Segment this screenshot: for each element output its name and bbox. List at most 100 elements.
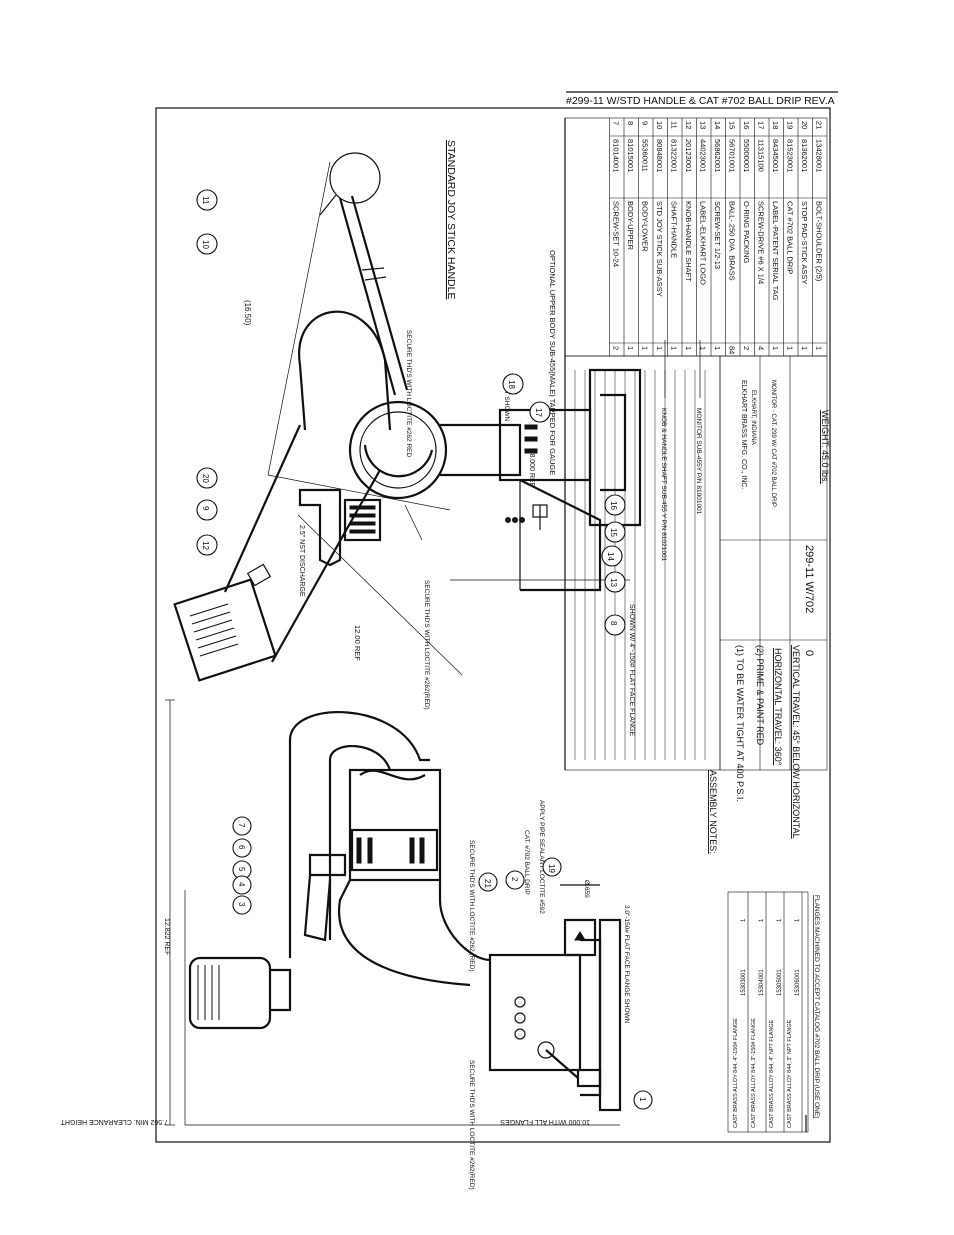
- callout-balloon: [196, 189, 218, 211]
- dim-16-50: (16.50): [243, 300, 252, 326]
- assembly-notes: ASSEMBLY NOTES: (1) TO BE WATER TIGHT AT…: [708, 645, 801, 854]
- secure-note-1: SECURE THD'S WITH LOCTITE #262 RED: [405, 330, 412, 457]
- parts-qty: 1: [670, 346, 679, 350]
- callout-number: 1: [638, 1097, 647, 1102]
- callout-balloon: [604, 571, 626, 593]
- callout-number: 4: [237, 882, 246, 887]
- sheet-title: #299-11 W/STD HANDLE & CAT #702 BALL DRI…: [566, 95, 835, 107]
- parts-part: 81014001: [612, 139, 621, 172]
- flanges-machined-label: FLANGES MACHINED TO ACCEPT CATALOG #702 …: [813, 895, 820, 1118]
- callout-balloon: [478, 872, 498, 892]
- dim-10-000: 10.000 WITH ALL FLANGES: [500, 1118, 590, 1125]
- parts-desc: LABEL-PATENT SERIAL TAG: [771, 201, 780, 301]
- parts-qty: 1: [641, 346, 650, 350]
- callout-balloon: [196, 534, 218, 556]
- company-name: ELKHART BRASS MFG. CO., INC.: [740, 380, 747, 489]
- note-1: (1) TO BE WATER TIGHT AT 400 P.S.I.: [735, 645, 745, 802]
- parts-item: 16: [742, 121, 751, 129]
- parts-qty: 1: [655, 346, 664, 350]
- parts-qty: 84: [728, 346, 737, 354]
- flange-qty: 1: [759, 918, 765, 922]
- drawing-rev: 0: [803, 650, 815, 656]
- parts-desc: BODY-LOWER: [641, 201, 650, 252]
- dim-12-ref: 12.00 REF: [353, 625, 362, 661]
- parts-item: 20: [800, 121, 809, 129]
- dim-12-822: 12.822 REF: [163, 918, 170, 955]
- flange-desc: CAST BRASS ALLOY 844, 3"-150# FLANGE: [751, 1018, 757, 1128]
- callout-number: 14: [606, 552, 615, 561]
- parts-item: 10: [655, 121, 664, 129]
- callout-balloon: [601, 545, 623, 567]
- flange-table: CAST BRASS ALLOY 844, 4"-150# FLANGE1530…: [727, 891, 809, 1133]
- parts-part: 44023001: [699, 139, 708, 172]
- callout-balloon: [633, 1090, 653, 1110]
- parts-qty: 2: [742, 346, 751, 350]
- swivel-housing: [348, 400, 448, 500]
- nst-discharge-label: 2.5" NST DISCHARGE: [298, 525, 305, 597]
- callout-balloon: [502, 373, 524, 395]
- notes-heading: ASSEMBLY NOTES:: [708, 770, 718, 854]
- parts-item: 8: [626, 121, 635, 125]
- parts-desc: SCREW-SET 1/2-13: [713, 201, 722, 269]
- discharge-nozzle: [173, 578, 277, 682]
- callout-balloon: [196, 467, 218, 489]
- horizontal-travel: HORIZONTAL TRAVEL: 360°: [773, 648, 783, 766]
- parts-part: 81322001: [670, 139, 679, 172]
- callout-balloon: [542, 857, 562, 877]
- parts-desc: STD JOY STICK SUB-ASSY: [655, 201, 664, 297]
- callout-balloon: [529, 401, 551, 423]
- parts-qty: 4: [757, 346, 766, 350]
- callout-number: 2: [510, 877, 519, 882]
- nozzle-lower: [188, 956, 272, 1030]
- parts-part: 81523001: [786, 139, 795, 172]
- parts-part: 56701001: [728, 139, 737, 172]
- drawing-border: [155, 107, 831, 1143]
- callout-balloon: [505, 870, 525, 890]
- flange-desc: CAST BRASS ALLOY 844, 4"-150# FLANGE: [733, 1018, 739, 1128]
- dim-8-ref: Ø8.000 REF: [528, 448, 535, 487]
- vertical-travel: VERTICAL TRAVEL: 45° BELOW HORIZONTAL: [791, 645, 801, 839]
- dim-659: Ø.659: [583, 880, 590, 898]
- parts-qty: 1: [684, 346, 693, 350]
- parts-qty: 1: [713, 346, 722, 350]
- lower-body: [488, 953, 582, 1072]
- flange-qty: 1: [777, 918, 783, 922]
- callout-balloon: [232, 895, 252, 915]
- parts-item: 21: [815, 121, 824, 129]
- parts-qty: 1: [815, 346, 824, 350]
- callout-number: 17: [534, 408, 543, 417]
- parts-part: 81015001: [626, 139, 635, 172]
- callout-number: 15: [609, 528, 618, 537]
- parts-part: 84345001: [771, 139, 780, 172]
- parts-item: 14: [713, 121, 722, 129]
- callout-balloon: [196, 233, 218, 255]
- callout-number: 7: [237, 823, 246, 828]
- parts-item: 12: [684, 121, 693, 129]
- parts-desc: LABEL-ELKHART LOGO: [699, 201, 708, 285]
- lower-view: 7.562 MIN. CLEARANCE HEIGHT 10.000 WITH …: [60, 699, 630, 1190]
- parts-qty: 1: [800, 346, 809, 350]
- parts-item: 15: [728, 121, 737, 129]
- note-2: (2) PRIME & PAINT RED: [755, 645, 765, 746]
- secure-note-4: SECURE THD'S WITH LOCTITE #262(RED): [468, 1060, 475, 1190]
- parts-item: 18: [771, 121, 780, 129]
- flange-desc: CAST BRASS ALLOY 844, 3" NPT FLANGE: [787, 1019, 793, 1128]
- callout-number: 8: [609, 621, 618, 626]
- shown-with-label: SHOWN W/ 4"-150# FLAT FACE FLANGE: [628, 604, 635, 736]
- parts-part: 80848001: [655, 139, 664, 172]
- weight-label: WEIGHT: 45.0 lbs.: [820, 410, 830, 484]
- callout-number: 18: [507, 380, 516, 389]
- parts-desc: SHAFT-HANDLE: [670, 201, 679, 258]
- upper-view: (16.50) Ø8.000 REF 12.00 REF: [173, 152, 830, 736]
- callout-balloon: [604, 614, 626, 636]
- parts-qty: 1: [626, 346, 635, 350]
- callout-number: 5: [237, 867, 246, 872]
- parts-desc: KNOB-HANDLE SHAFT: [684, 201, 693, 282]
- standard-handle-label: STANDARD JOY STICK HANDLE: [445, 140, 457, 299]
- parts-desc: SCREW-DRIVE #6 X 1/4: [757, 201, 766, 284]
- parts-desc: BODY-UPPER: [626, 201, 635, 250]
- parts-desc: O-RING PACKING: [742, 201, 751, 264]
- callout-number: 11: [201, 196, 210, 205]
